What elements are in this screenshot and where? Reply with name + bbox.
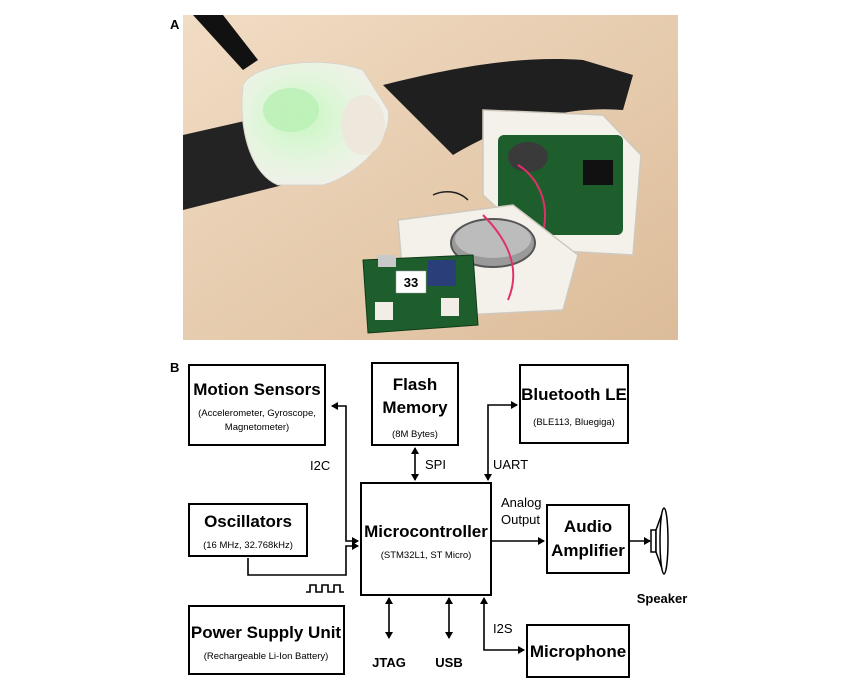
analog-label-line2: Output	[501, 512, 540, 527]
amp-title-line2: Amplifier	[551, 541, 625, 560]
amp-title-line1: Audio	[564, 517, 612, 536]
clock-waveform-icon	[306, 584, 344, 593]
osc-title: Oscillators	[204, 512, 292, 531]
microcontroller-block: Microcontroller (STM32L1, ST Micro)	[360, 482, 492, 596]
flash-sub: (8M Bytes)	[392, 429, 438, 440]
flash-title-line1: Flash	[393, 375, 437, 394]
speaker-icon	[650, 507, 669, 575]
board-tag: 33	[404, 275, 418, 290]
wrist-strap	[383, 59, 633, 155]
i2s-label: I2S	[493, 621, 513, 636]
ble-title: Bluetooth LE	[521, 385, 627, 404]
audio-amplifier-block: Audio Amplifier	[546, 504, 630, 574]
motion-sensors-sub1: (Accelerometer, Gyroscope,	[198, 408, 316, 419]
flash-memory-block: Flash Memory (8M Bytes)	[371, 362, 459, 446]
flash-title-line2: Memory	[382, 398, 448, 417]
mcu-title: Microcontroller	[364, 522, 488, 541]
loose-pcb: 33	[362, 254, 479, 334]
i2c-connection	[331, 402, 359, 545]
oscillators-block: Oscillators (16 MHz, 32.768kHz)	[188, 503, 308, 557]
motion-sensors-title: Motion Sensors	[193, 380, 321, 399]
uart-label: UART	[493, 457, 528, 472]
uart-connection	[484, 401, 518, 481]
osc-sub: (16 MHz, 32.768kHz)	[203, 540, 293, 551]
mcu-sub: (STM32L1, ST Micro)	[381, 550, 472, 561]
panel-label-a: A	[170, 17, 180, 32]
motion-sensors-sub2: Magnetometer)	[225, 422, 289, 433]
ble-sub: (BLE113, Bluegiga)	[533, 417, 615, 428]
speaker-label: Speaker	[637, 591, 688, 606]
closed-device	[241, 61, 389, 186]
analog-label-line1: Analog	[501, 495, 541, 510]
power-supply-block: Power Supply Unit (Rechargeable Li-Ion B…	[188, 605, 345, 675]
psu-title: Power Supply Unit	[191, 623, 342, 642]
jtag-label: JTAG	[372, 655, 406, 670]
microphone-block: Microphone	[526, 624, 630, 678]
i2c-label: I2C	[310, 458, 330, 473]
device-photo: 33	[183, 15, 678, 340]
spi-label: SPI	[425, 457, 446, 472]
psu-sub: (Rechargeable Li-Ion Battery)	[204, 651, 329, 662]
motion-sensors-block: Motion Sensors (Accelerometer, Gyroscope…	[188, 364, 326, 446]
oscillator-connection	[247, 542, 359, 576]
i2s-connection	[480, 597, 525, 654]
mic-title: Microphone	[530, 642, 626, 661]
usb-label: USB	[435, 655, 462, 670]
bluetooth-le-block: Bluetooth LE (BLE113, Bluegiga)	[519, 364, 629, 444]
panel-label-b: B	[170, 360, 180, 375]
